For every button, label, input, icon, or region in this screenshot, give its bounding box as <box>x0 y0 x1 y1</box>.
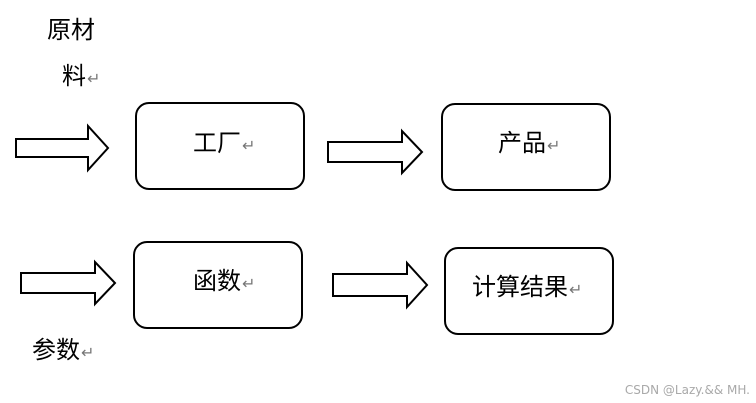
function-label: 函数 <box>193 267 241 295</box>
right-arrow-icon <box>20 259 117 307</box>
parameter-label: 参数↵ <box>32 336 95 364</box>
right-arrow-icon <box>15 123 110 173</box>
return-mark-icon: ↵ <box>547 136 561 155</box>
result-box: 计算结果↵ <box>444 247 614 335</box>
factory-box: 工厂↵ <box>135 102 305 190</box>
result-label: 计算结果 <box>472 273 568 301</box>
right-arrow-icon <box>332 260 429 310</box>
factory-label: 工厂 <box>193 129 241 157</box>
input-label-line1: 原材 <box>47 16 95 44</box>
return-mark-icon: ↵ <box>87 69 101 88</box>
return-mark-icon: ↵ <box>242 136 256 155</box>
return-mark-icon: ↵ <box>81 343 95 362</box>
return-mark-icon: ↵ <box>569 280 583 299</box>
right-arrow-icon <box>327 128 424 176</box>
product-box: 产品↵ <box>441 103 611 191</box>
input-label-line2: 料↵ <box>62 62 101 90</box>
product-label: 产品 <box>498 129 546 157</box>
function-box: 函数↵ <box>133 241 303 329</box>
return-mark-icon: ↵ <box>242 274 256 293</box>
watermark: CSDN @Lazy.&& MH. <box>624 383 750 397</box>
